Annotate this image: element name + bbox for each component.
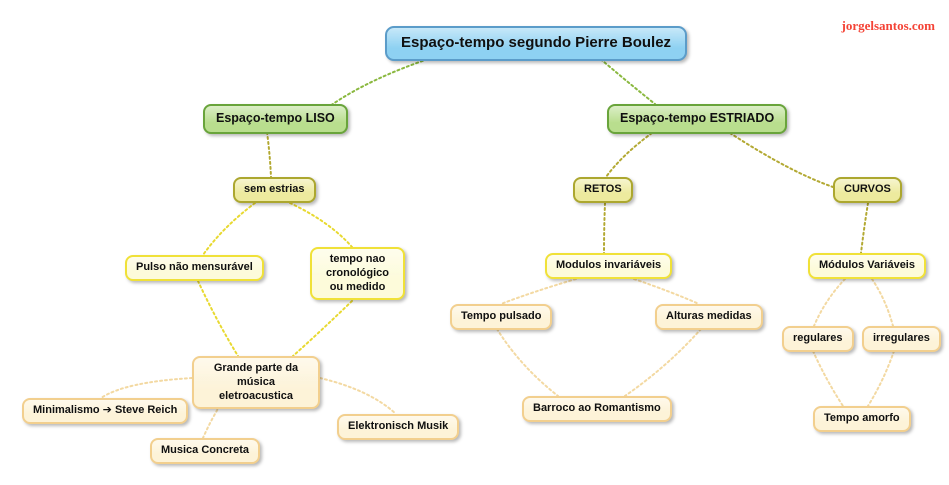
connector-pulso-grande <box>197 280 239 357</box>
connector-root-estriado <box>596 55 656 105</box>
node-espaco-tempo-liso[interactable]: Espaço-tempo LISO <box>203 104 348 134</box>
connector-estriado-curvos <box>729 132 834 188</box>
node-retos[interactable]: RETOS <box>573 177 633 203</box>
connector-grande-minimalismo <box>100 377 193 399</box>
connector-grande-elektronisch <box>319 377 397 415</box>
connector-modvar-regulares <box>813 278 846 327</box>
connector-semestrias-pulso <box>202 202 256 256</box>
connector-estriado-retos <box>605 132 653 178</box>
node-barroco-ao-romantismo[interactable]: Barroco ao Romantismo <box>522 396 672 422</box>
node-sem-estrias[interactable]: sem estrias <box>233 177 316 203</box>
connector-temponao-grande <box>292 300 353 357</box>
node-tempo-nao-cronologico[interactable]: tempo nao cronológico ou medido <box>310 247 405 301</box>
node-minimalismo-steve-reich[interactable]: Minimalismo ➔ Steve Reich <box>22 398 189 424</box>
node-root-title[interactable]: Espaço-tempo segundo Pierre Boulez <box>385 26 688 61</box>
watermark-text: jorgelsantos.com <box>841 18 935 33</box>
connector-irregulares-amorfo <box>867 350 895 407</box>
node-elektronisch-musik[interactable]: Elektronisch Musik <box>337 414 460 440</box>
node-modulos-variaveis[interactable]: Módulos Variáveis <box>808 253 926 279</box>
node-grande-parte-eletroacustica[interactable]: Grande parte da música eletroacustica <box>192 356 320 410</box>
connector-regulares-amorfo <box>812 350 844 407</box>
node-musica-concreta[interactable]: Musica Concreta <box>150 438 261 464</box>
connector-modvar-irregulares <box>871 278 894 327</box>
connector-modinvar-pulsado <box>500 278 577 305</box>
connector-semestrias-temponao <box>289 202 353 248</box>
connector-retos-modinvar <box>603 202 606 254</box>
node-tempo-amorfo[interactable]: Tempo amorfo <box>813 406 911 432</box>
node-irregulares[interactable]: irregulares <box>862 326 941 352</box>
connector-alturas-barroco <box>624 328 702 397</box>
connector-liso-semestrias <box>266 131 272 178</box>
node-alturas-medidas[interactable]: Alturas medidas <box>655 304 763 330</box>
node-regulares[interactable]: regulares <box>782 326 854 352</box>
connector-root-liso <box>329 55 438 107</box>
node-modulos-invariaveis[interactable]: Modulos invariáveis <box>545 253 673 279</box>
node-tempo-pulsado[interactable]: Tempo pulsado <box>450 304 553 330</box>
connector-pulsado-barroco <box>496 328 559 397</box>
connector-modinvar-alturas <box>633 278 700 305</box>
node-curvos[interactable]: CURVOS <box>833 177 902 203</box>
node-espaco-tempo-estriado[interactable]: Espaço-tempo ESTRIADO <box>607 104 788 134</box>
node-pulso-nao-mensuravel[interactable]: Pulso não mensurável <box>125 255 264 281</box>
connector-curvos-modvar <box>860 202 869 254</box>
